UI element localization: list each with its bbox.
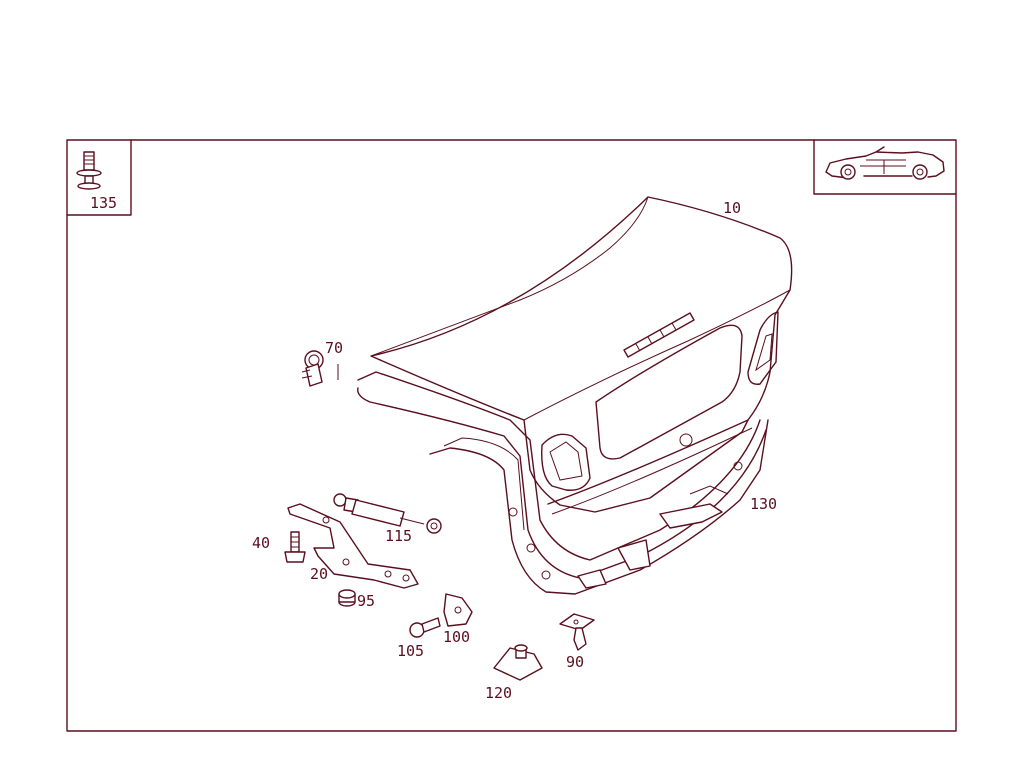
label-10: 10 xyxy=(723,199,741,217)
inset-box-135: 135 xyxy=(66,139,132,216)
screw-105-icon xyxy=(409,617,441,638)
label-135: 135 xyxy=(90,194,117,212)
trunk-seal-130 xyxy=(357,371,769,595)
trunk-lid-10 xyxy=(370,196,793,515)
clip-135-icon xyxy=(76,151,102,190)
label-20: 20 xyxy=(310,565,328,583)
label-115: 115 xyxy=(385,527,412,545)
convertible-car-icon xyxy=(825,146,945,180)
label-100: 100 xyxy=(443,628,470,646)
label-70: 70 xyxy=(325,339,343,357)
label-90: 90 xyxy=(566,653,584,671)
hinge-20-icon xyxy=(287,503,419,589)
vehicle-inset xyxy=(813,139,957,195)
diagram-frame xyxy=(66,139,957,732)
label-130: 130 xyxy=(750,495,777,513)
label-105: 105 xyxy=(397,642,424,660)
lock-cylinder-70-icon xyxy=(301,350,339,387)
clip-90-icon xyxy=(559,613,595,651)
bushing-95-icon xyxy=(338,589,356,607)
bolt-40-icon xyxy=(284,531,306,563)
label-40: 40 xyxy=(252,534,270,552)
gas-strut-115-icon xyxy=(333,493,442,534)
label-95: 95 xyxy=(357,592,375,610)
bracket-100-icon xyxy=(443,593,473,627)
buffer-120-icon xyxy=(493,644,543,681)
label-120: 120 xyxy=(485,684,512,702)
